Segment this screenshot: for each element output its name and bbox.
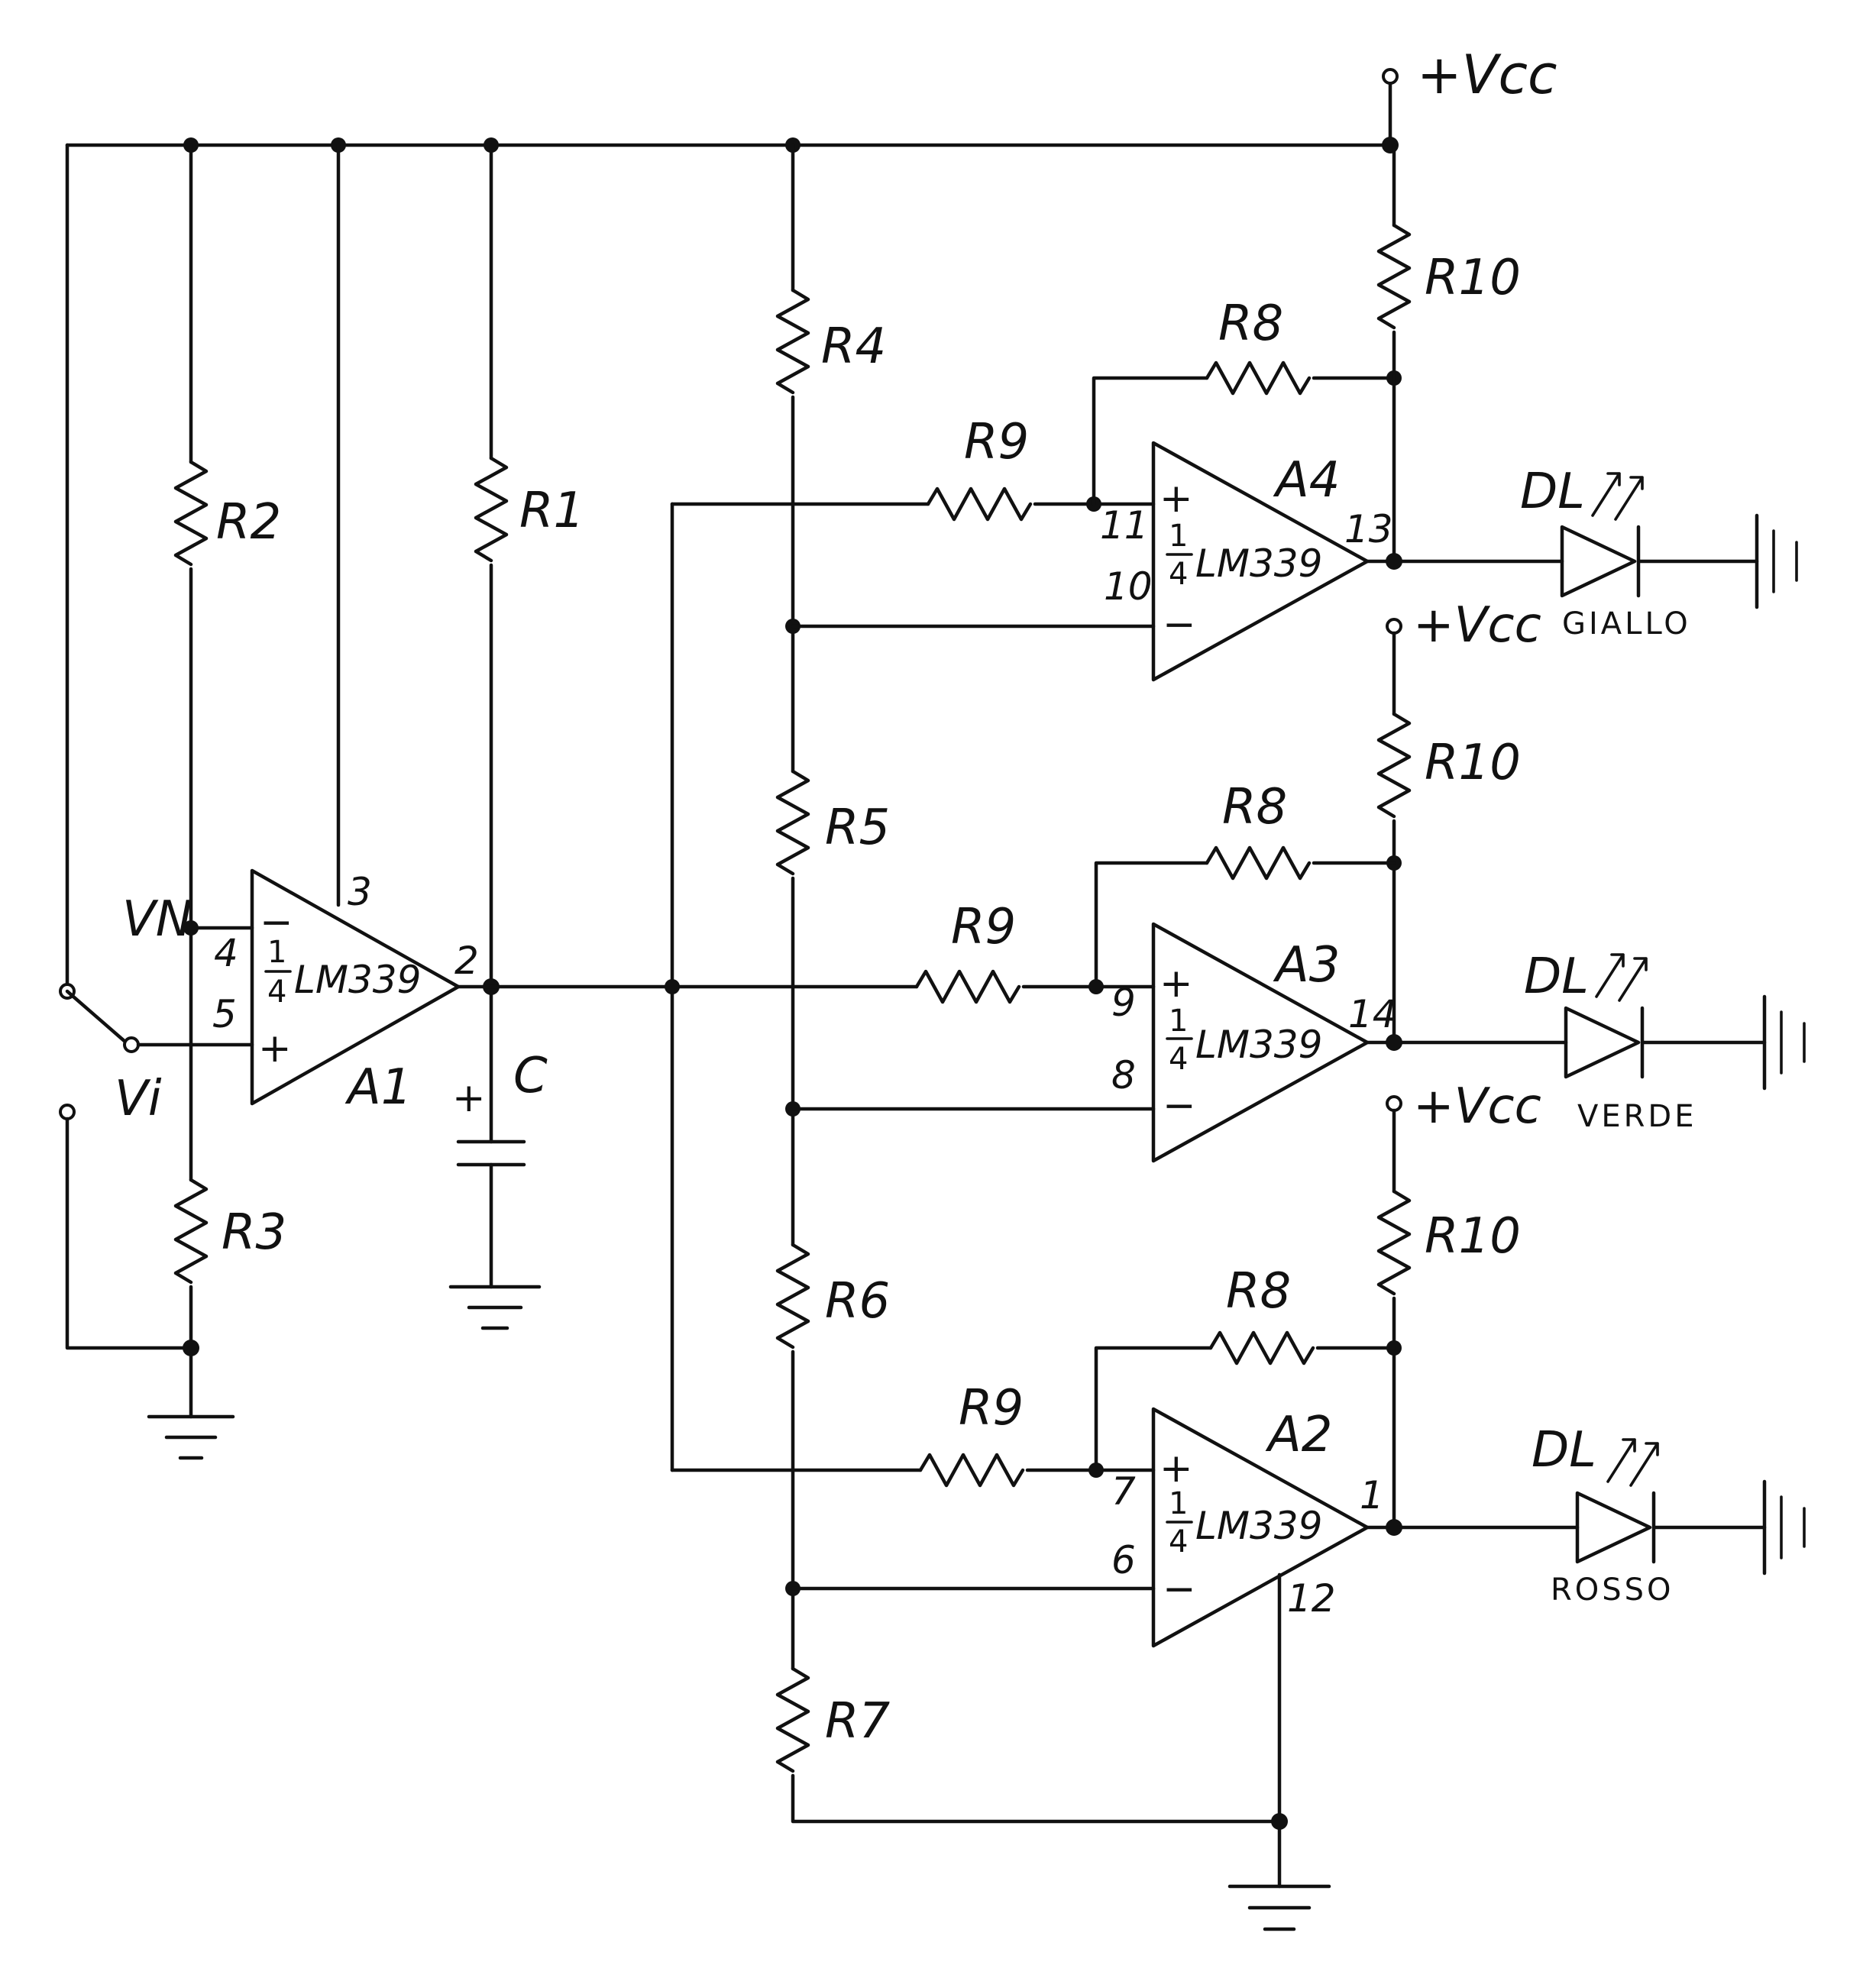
- a1-plus-sign: +: [258, 1026, 292, 1071]
- a2-r9-label: R9: [959, 1380, 1024, 1437]
- ground-icon: [448, 1285, 542, 1330]
- r7-label: R7: [825, 1693, 890, 1750]
- led2-color: VERDE: [1577, 1099, 1697, 1134]
- led3-color: ROSSO: [1551, 1572, 1674, 1608]
- a3-chip-label: LM339: [1195, 1023, 1322, 1067]
- capacitor-label: C: [513, 1048, 548, 1104]
- vi-label: Vi: [115, 1071, 162, 1127]
- a2-fraction-num: 1: [1169, 1486, 1188, 1521]
- a1-minus-sign: −: [260, 900, 293, 945]
- a2-fraction-den: 4: [1169, 1524, 1188, 1559]
- a3-minus-sign: −: [1163, 1083, 1196, 1129]
- comparator-a1: − + 1 4 LM339 4 5 3 2 A1: [212, 868, 479, 1116]
- a2-minus-sign: −: [1163, 1566, 1196, 1612]
- a3-r10-label: R10: [1425, 735, 1521, 791]
- a2-pin-minus: 6: [1111, 1538, 1136, 1582]
- input-section: Vi VN: [59, 143, 254, 1350]
- a2-r10-label: R10: [1425, 1208, 1521, 1265]
- a4-plus-sign: +: [1160, 476, 1193, 522]
- ramp-bus: [489, 502, 919, 1472]
- a4-r10-label: R10: [1425, 250, 1521, 306]
- supply-rail: +Vcc: [65, 44, 1557, 154]
- led3-label: DL: [1532, 1422, 1596, 1479]
- a4-r8-label: R8: [1218, 296, 1283, 352]
- stage-a4: R9 R8 R10 + − 1 4 LM339 11 10 13 A4: [670, 143, 1798, 682]
- led1-color: GIALLO: [1562, 606, 1691, 642]
- bottom-ground: [1227, 1572, 1331, 1931]
- a1-name: A1: [344, 1059, 412, 1116]
- a1-pin-supply: 3: [348, 870, 372, 914]
- a3-name: A3: [1273, 937, 1341, 994]
- stage-a3: +Vcc R10 R8 R9 + − 1 4 LM339 9 8 14 A3: [914, 597, 1806, 1163]
- a1-chip-label: LM339: [294, 958, 421, 1002]
- stage-a2: +Vcc R10 R8 R9 + − 1 4 LM339 7 6 1 12 A2: [670, 1078, 1806, 1648]
- r1-and-capacitor: R1 + C: [448, 143, 584, 1330]
- vcc-label-bottom: +Vcc: [1413, 1078, 1541, 1135]
- a4-pin-out: 13: [1344, 507, 1393, 551]
- a3-r8-label: R8: [1222, 779, 1287, 835]
- a2-plus-sign: +: [1160, 1446, 1193, 1492]
- a2-pin-plus: 7: [1111, 1469, 1136, 1514]
- a2-pin-out: 1: [1360, 1473, 1384, 1517]
- a3-pin-out: 14: [1348, 992, 1397, 1036]
- a4-r9-label: R9: [964, 414, 1029, 470]
- a3-plus-sign: +: [1160, 961, 1193, 1007]
- a1-fraction-den: 4: [267, 974, 286, 1010]
- a4-name: A4: [1273, 452, 1341, 509]
- a2-name: A2: [1265, 1407, 1333, 1463]
- r5-label: R5: [825, 800, 890, 856]
- a3-fraction-num: 1: [1169, 1004, 1188, 1039]
- led2-label: DL: [1524, 949, 1589, 1005]
- a3-r9-label: R9: [951, 899, 1016, 955]
- reference-divider: R4 R5 R6 R7: [775, 143, 1282, 1824]
- r3-label: R3: [222, 1204, 286, 1261]
- r6-label: R6: [825, 1273, 890, 1330]
- vcc-label-mid: +Vcc: [1413, 597, 1541, 654]
- capacitor-polarity: +: [452, 1075, 486, 1121]
- r1-label: R1: [519, 483, 584, 539]
- a3-fraction-den: 4: [1169, 1042, 1188, 1077]
- a1-fraction-num: 1: [267, 935, 286, 970]
- a4-chip-label: LM339: [1195, 541, 1322, 586]
- a2-r8-label: R8: [1226, 1263, 1291, 1320]
- a3-pin-minus: 8: [1111, 1053, 1136, 1097]
- a2-pin-ground: 12: [1287, 1576, 1336, 1621]
- vn-label: VN: [122, 891, 192, 948]
- a4-pin-plus: 11: [1100, 503, 1149, 548]
- a3-pin-plus: 9: [1111, 981, 1136, 1025]
- a1-pin-minus: 4: [214, 931, 238, 975]
- a2-chip-label: LM339: [1195, 1504, 1322, 1548]
- a4-minus-sign: −: [1163, 602, 1196, 648]
- ground-icon: [1227, 1884, 1331, 1931]
- ground-icon: [147, 1414, 235, 1460]
- vcc-label-top: +Vcc: [1417, 44, 1557, 106]
- a4-fraction-num: 1: [1169, 519, 1188, 554]
- a4-pin-minus: 10: [1104, 564, 1153, 609]
- r2-label: R2: [216, 494, 281, 551]
- a4-fraction-den: 4: [1169, 557, 1188, 592]
- divider-r2-r3: R2 R3: [147, 143, 286, 1460]
- led1-label: DL: [1520, 464, 1585, 520]
- a1-pin-out: 2: [454, 939, 479, 983]
- r4-label: R4: [821, 318, 886, 375]
- a1-pin-plus: 5: [212, 992, 237, 1036]
